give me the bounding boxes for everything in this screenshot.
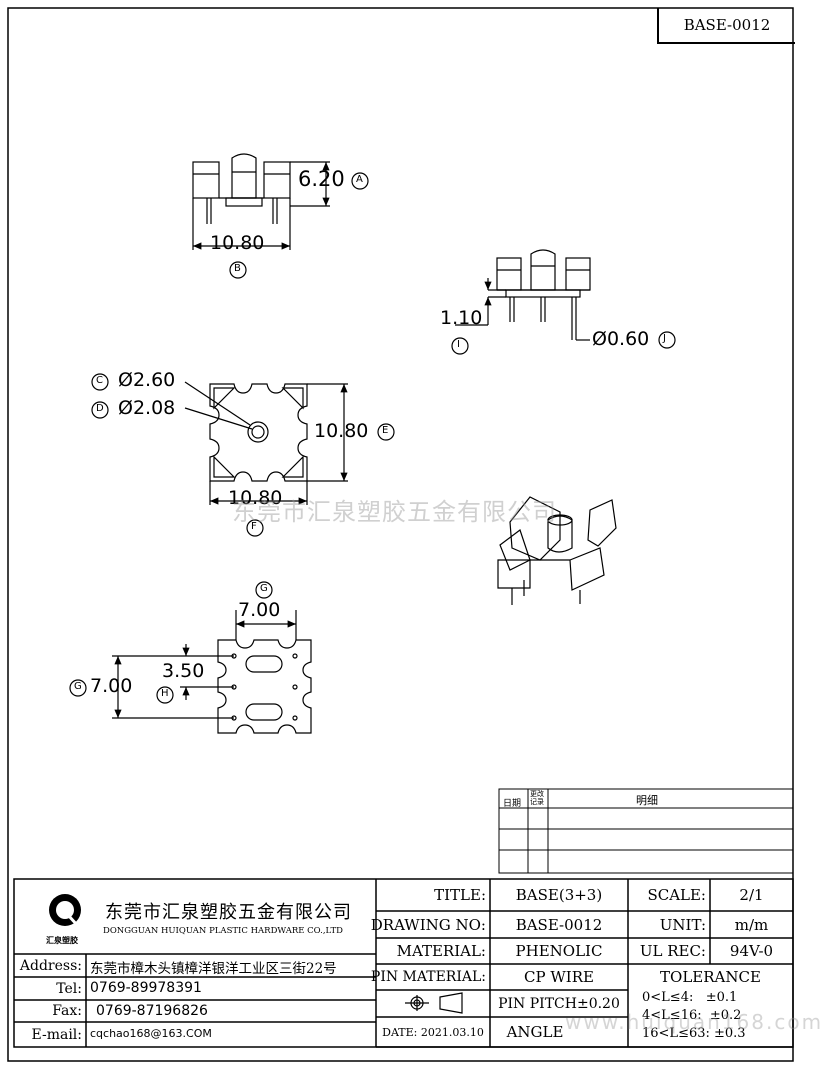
outer-frame [7, 7, 794, 1062]
angle-label: ANGLE [506, 1023, 564, 1041]
tel-label: Tel: [56, 980, 82, 997]
tolerance-line-1: 0<L≤4: ±0.1 [642, 990, 738, 1005]
dim-e-tag: E [382, 425, 389, 436]
dim-d-tag: D [96, 403, 104, 414]
drawing-no-value: BASE-0012 [515, 915, 603, 934]
fax-value: 0769-87196826 [96, 1003, 208, 1019]
dim-h-tag: H [161, 688, 169, 699]
dim-j-value: Ø0.60 [592, 328, 650, 350]
email-value: cqchao168@163.COM [90, 1027, 212, 1040]
drawing-sheet: BASE-0012 6.20 A 10.80 B 1.10 I Ø0.60 J … [7, 7, 821, 1062]
projection-symbol-icon [405, 992, 463, 1014]
drawing-canvas [7, 7, 794, 1062]
unit-label: UNIT: [659, 915, 706, 934]
side-view [451, 249, 676, 355]
scale-value: 2/1 [739, 886, 764, 904]
logo-icon [49, 894, 81, 928]
dim-b-tag: B [234, 263, 241, 274]
drawing-code-box: BASE-0012 [657, 8, 795, 44]
title-value: BASE(3+3) [515, 886, 603, 904]
company-name-en: DONGGUAN HUIQUAN PLASTIC HARDWARE CO.,LT… [103, 926, 343, 936]
title-block-frame [13, 878, 794, 1048]
dim-i-tag: I [457, 339, 460, 350]
dim-g-top-tag: G [260, 583, 268, 594]
top-view [91, 373, 395, 537]
watermark-text: 东莞市汇泉塑胶五金有限公司 [232, 498, 557, 526]
watermark-url: www.huiquan168.com [565, 1010, 823, 1034]
dim-g-left-value: 7.00 [90, 675, 133, 697]
dim-d-value: Ø2.08 [118, 397, 176, 419]
date-value: DATE: 2021.03.10 [382, 1025, 484, 1039]
pin-material-label: PIN MATERIAL: [370, 969, 486, 985]
dim-i-value: 1.10 [440, 307, 483, 329]
dim-a-value: 6.20 [298, 167, 345, 191]
tolerance-line-3: 16<L≤63: ±0.3 [642, 1026, 746, 1041]
email-label: E-mail: [31, 1026, 82, 1043]
tel-value: 0769-89978391 [90, 980, 202, 996]
ul-rec-value: 94V-0 [729, 942, 774, 960]
dim-g-left-tag: G [74, 681, 82, 692]
drawing-no-label: DRAWING NO: [370, 915, 486, 934]
revision-detail-label: 明细 [636, 794, 658, 807]
material-label: MATERIAL: [396, 942, 486, 960]
dim-e-value: 10.80 [314, 420, 369, 442]
dim-j-tag: J [663, 333, 666, 344]
address-value: 东莞市樟木头镇樟洋银洋工业区三街22号 [90, 961, 337, 977]
ul-rec-label: UL REC: [639, 942, 706, 960]
address-label: Address: [19, 957, 82, 974]
company-name-cn: 东莞市汇泉塑胶五金有限公司 [105, 902, 352, 923]
bottom-view [69, 581, 312, 734]
isometric-view [497, 496, 617, 605]
tolerance-line-2: 4<L≤16: ±0.2 [642, 1008, 742, 1023]
dim-b-value: 10.80 [210, 232, 265, 254]
dim-f-value: 10.80 [228, 487, 283, 509]
dim-c-value: Ø2.60 [118, 369, 176, 391]
title-label: TITLE: [434, 886, 486, 904]
dim-f-tag: F [251, 521, 257, 532]
dim-c-tag: C [96, 375, 103, 386]
fax-label: Fax: [52, 1003, 82, 1019]
unit-value: m/m [734, 915, 769, 934]
tolerance-label: TOLERANCE [660, 968, 761, 986]
front-view [192, 153, 369, 279]
revision-table [498, 788, 794, 874]
revision-date-label: 日期 [503, 799, 522, 809]
pin-material-value: CP WIRE [524, 968, 594, 986]
material-value: PHENOLIC [515, 942, 603, 960]
logo-text: 汇泉塑胶 [46, 936, 78, 945]
dim-a-tag: A [356, 174, 363, 185]
revision-change-label: 更改 记录 [530, 790, 544, 806]
dim-g-top-value: 7.00 [238, 599, 281, 621]
dim-h-value: 3.50 [162, 660, 205, 682]
pin-pitch-value: PIN PITCH±0.20 [498, 995, 620, 1012]
scale-label: SCALE: [647, 886, 706, 904]
